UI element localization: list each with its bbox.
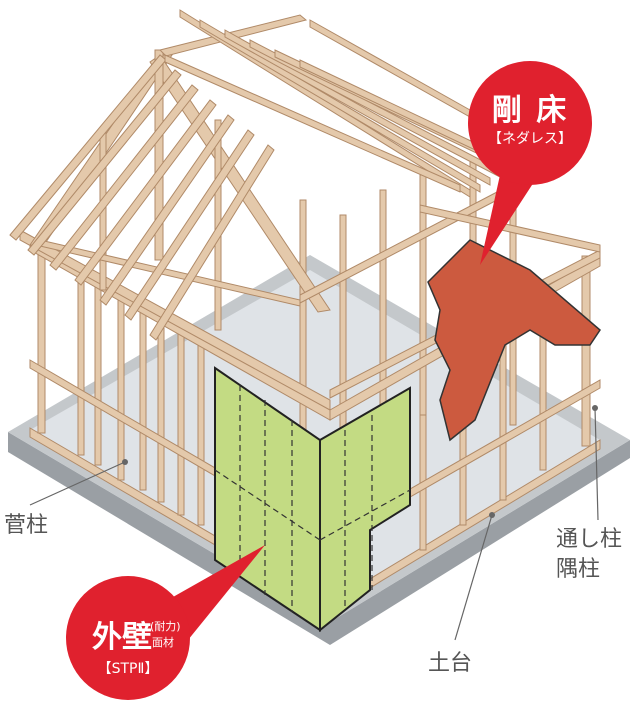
wall-callout-note-bottom: 面材 bbox=[152, 636, 174, 649]
wall-callout-badge bbox=[66, 576, 190, 700]
label-dodai: 土台 bbox=[428, 651, 473, 676]
wall-callout-subtitle: 【STPⅡ】 bbox=[97, 661, 159, 677]
leader-lines bbox=[29, 407, 599, 641]
floor-callout-badge bbox=[468, 61, 592, 185]
label-toshibashira: 通し柱 bbox=[556, 527, 623, 552]
house-frame bbox=[9, 9, 601, 613]
floor-callout-title: 剛 床 bbox=[491, 93, 569, 128]
rigid-floor-panel bbox=[427, 239, 601, 442]
floor-callout-pointer bbox=[480, 165, 545, 265]
floor-callout-subtitle: 【ネダレス】 bbox=[488, 131, 572, 147]
leader-dots bbox=[122, 405, 598, 518]
label-kudabashira: 菅柱 bbox=[4, 513, 49, 538]
label-sumibashira: 隅柱 bbox=[556, 557, 601, 582]
wall-callout-title: 外壁 bbox=[92, 620, 152, 655]
wall-callout-note-top: (耐力) bbox=[150, 620, 181, 633]
